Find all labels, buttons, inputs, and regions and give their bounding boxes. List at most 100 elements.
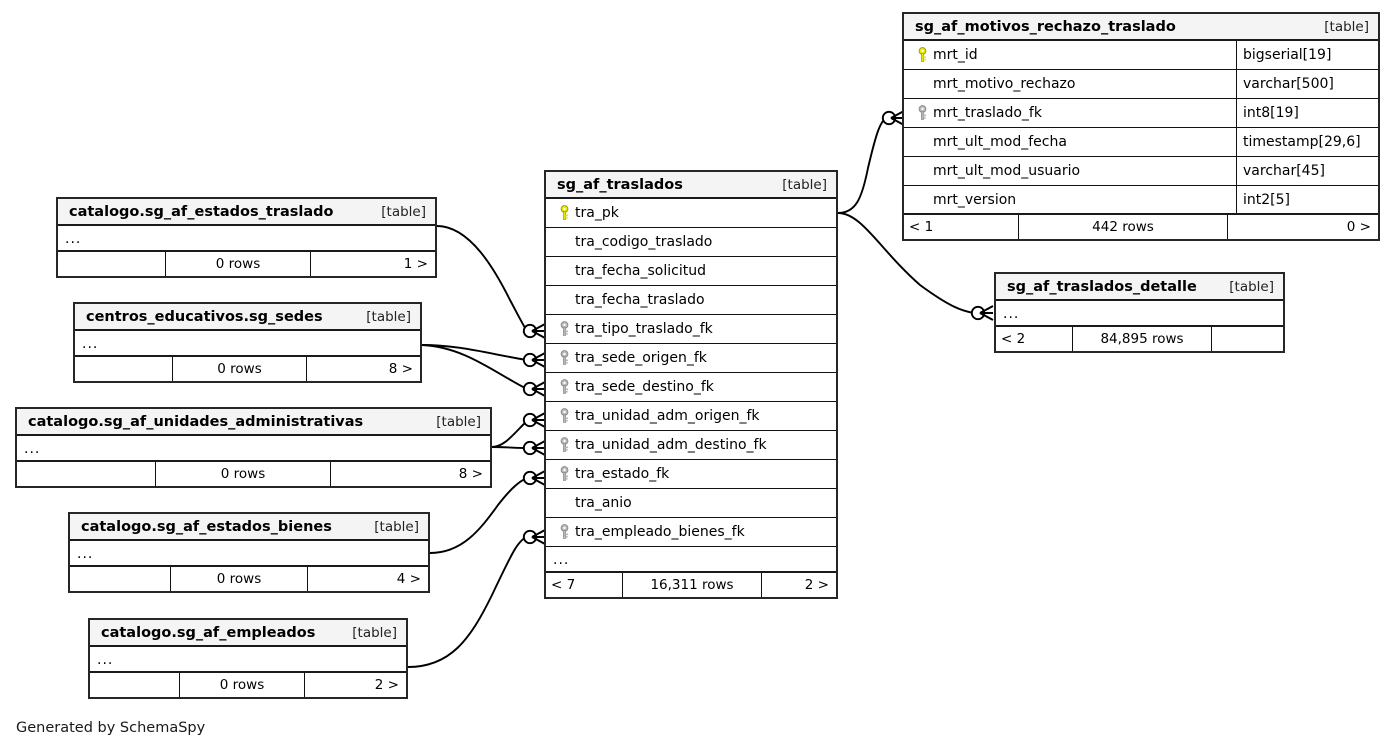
table-footer: 0 rows 8 > (17, 462, 490, 486)
footer-row-count: 84,895 rows (1072, 327, 1212, 351)
footer-parent-count (70, 567, 170, 591)
column-name-cell: mrt_traslado_fk (904, 105, 1236, 121)
more-columns-indicator: ... (75, 331, 420, 357)
column-label: tra_tipo_traslado_fk (575, 321, 713, 337)
footer-child-count (1212, 327, 1283, 351)
table-sg-af-traslados[interactable]: sg_af_traslados [table] tra_pk tra_codig… (544, 170, 838, 599)
column-name-cell: tra_anio (546, 495, 836, 511)
column-label: tra_sede_origen_fk (575, 350, 707, 366)
table-catalogo-sg-af-unidades-administrativas[interactable]: catalogo.sg_af_unidades_administrativas … (15, 407, 492, 488)
edge-sedes-origen (421, 344, 528, 361)
table-name: sg_af_traslados_detalle (1007, 278, 1197, 295)
generator-credit: Generated by SchemaSpy (16, 720, 206, 736)
table-name: catalogo.sg_af_estados_traslado (69, 203, 334, 220)
more-columns-indicator: ... (70, 541, 428, 567)
footer-row-count: 16,311 rows (622, 573, 762, 597)
column-name-cell: mrt_id (904, 47, 1236, 63)
column-type: int2[5] (1236, 186, 1378, 213)
table-header: catalogo.sg_af_estados_traslado [table] (58, 199, 435, 226)
footer-parent-count (90, 673, 179, 697)
footer-parent-count (75, 357, 172, 381)
foreign-key-icon (553, 408, 575, 424)
table-type-tag: [table] (366, 308, 411, 325)
column-row[interactable]: tra_anio (546, 489, 836, 518)
table-type-tag: [table] (374, 518, 419, 535)
table-sg-af-traslados-detalle[interactable]: sg_af_traslados_detalle [table] ... < 2 … (994, 272, 1285, 353)
table-header: centros_educativos.sg_sedes [table] (75, 304, 420, 331)
column-name-cell: tra_unidad_adm_destino_fk (546, 437, 836, 453)
foreign-key-icon (553, 466, 575, 482)
column-row[interactable]: tra_empleado_bienes_fk (546, 518, 836, 547)
table-footer: < 2 84,895 rows (996, 327, 1283, 351)
column-row[interactable]: tra_pk (546, 199, 836, 228)
table-catalogo-sg-af-estados-traslado[interactable]: catalogo.sg_af_estados_traslado [table] … (56, 197, 437, 278)
column-type: varchar[45] (1236, 157, 1378, 185)
table-name: sg_af_motivos_rechazo_traslado (915, 18, 1176, 35)
table-sg-af-motivos-rechazo-traslado[interactable]: sg_af_motivos_rechazo_traslado [table] m… (902, 12, 1380, 241)
foreign-key-icon (553, 350, 575, 366)
column-label: tra_empleado_bienes_fk (575, 524, 745, 540)
table-header: catalogo.sg_af_estados_bienes [table] (70, 514, 428, 541)
column-name-cell: mrt_motivo_rechazo (904, 76, 1236, 92)
table-header: sg_af_motivos_rechazo_traslado [table] (904, 14, 1378, 41)
table-footer: 0 rows 8 > (75, 357, 420, 381)
column-name-cell: tra_fecha_traslado (546, 292, 836, 308)
footer-child-count: 1 > (403, 256, 428, 272)
table-type-tag: [table] (352, 624, 397, 641)
column-row[interactable]: tra_unidad_adm_origen_fk (546, 402, 836, 431)
footer-parent-count: < 1 (909, 219, 934, 235)
table-footer: 0 rows 2 > (90, 673, 406, 697)
column-row[interactable]: mrt_ult_mod_usuario varchar[45] (904, 157, 1378, 186)
table-footer: 0 rows 4 > (70, 567, 428, 591)
table-centros-educativos-sg-sedes[interactable]: centros_educativos.sg_sedes [table] ... … (73, 302, 422, 383)
table-catalogo-sg-af-empleados[interactable]: catalogo.sg_af_empleados [table] ... 0 r… (88, 618, 408, 699)
edge-estados-bienes (429, 477, 528, 554)
footer-parent-count (58, 252, 165, 276)
column-row[interactable]: mrt_version int2[5] (904, 186, 1378, 215)
table-header: sg_af_traslados [table] (546, 172, 836, 199)
column-row[interactable]: mrt_id bigserial[19] (904, 41, 1378, 70)
foreign-key-icon (553, 437, 575, 453)
column-name-cell: tra_pk (546, 205, 836, 221)
column-row[interactable]: tra_unidad_adm_destino_fk (546, 431, 836, 460)
more-columns-indicator: ... (17, 436, 490, 462)
more-columns-indicator: ... (58, 226, 435, 252)
more-columns-indicator: ... (90, 647, 406, 673)
column-name-cell: tra_unidad_adm_origen_fk (546, 408, 836, 424)
footer-parent-count (17, 462, 155, 486)
column-name-cell: mrt_version (904, 192, 1236, 208)
footer-parent-count: < 2 (1001, 331, 1026, 347)
primary-key-icon (553, 205, 575, 221)
column-label: tra_pk (575, 205, 619, 221)
column-row[interactable]: tra_estado_fk (546, 460, 836, 489)
column-type: bigserial[19] (1236, 41, 1378, 69)
column-label: mrt_ult_mod_fecha (933, 134, 1067, 150)
more-columns-indicator: ... (546, 547, 836, 573)
edge-traslados-motivos (837, 117, 887, 214)
column-row[interactable]: mrt_ult_mod_fecha timestamp[29,6] (904, 128, 1378, 157)
table-name: catalogo.sg_af_estados_bienes (81, 518, 332, 535)
foreign-key-icon (553, 379, 575, 395)
column-name-cell: tra_sede_destino_fk (546, 379, 836, 395)
column-row[interactable]: tra_fecha_traslado (546, 286, 836, 315)
column-row[interactable]: tra_codigo_traslado (546, 228, 836, 257)
column-name-cell: tra_codigo_traslado (546, 234, 836, 250)
column-row[interactable]: tra_tipo_traslado_fk (546, 315, 836, 344)
column-row[interactable]: mrt_motivo_rechazo varchar[500] (904, 70, 1378, 99)
primary-key-icon (911, 47, 933, 63)
table-name: catalogo.sg_af_empleados (101, 624, 316, 641)
column-name-cell: tra_empleado_bienes_fk (546, 524, 836, 540)
footer-row-count: 0 rows (170, 567, 308, 591)
column-row[interactable]: tra_fecha_solicitud (546, 257, 836, 286)
table-name: centros_educativos.sg_sedes (86, 308, 323, 325)
column-label: tra_fecha_traslado (575, 292, 705, 308)
footer-row-count: 0 rows (172, 357, 307, 381)
column-row[interactable]: tra_sede_destino_fk (546, 373, 836, 402)
column-row[interactable]: tra_sede_origen_fk (546, 344, 836, 373)
column-name-cell: tra_tipo_traslado_fk (546, 321, 836, 337)
column-row[interactable]: mrt_traslado_fk int8[19] (904, 99, 1378, 128)
column-name-cell: tra_sede_origen_fk (546, 350, 836, 366)
column-type: int8[19] (1236, 99, 1378, 127)
table-catalogo-sg-af-estados-bienes[interactable]: catalogo.sg_af_estados_bienes [table] ..… (68, 512, 430, 593)
more-columns-indicator: ... (996, 301, 1283, 327)
